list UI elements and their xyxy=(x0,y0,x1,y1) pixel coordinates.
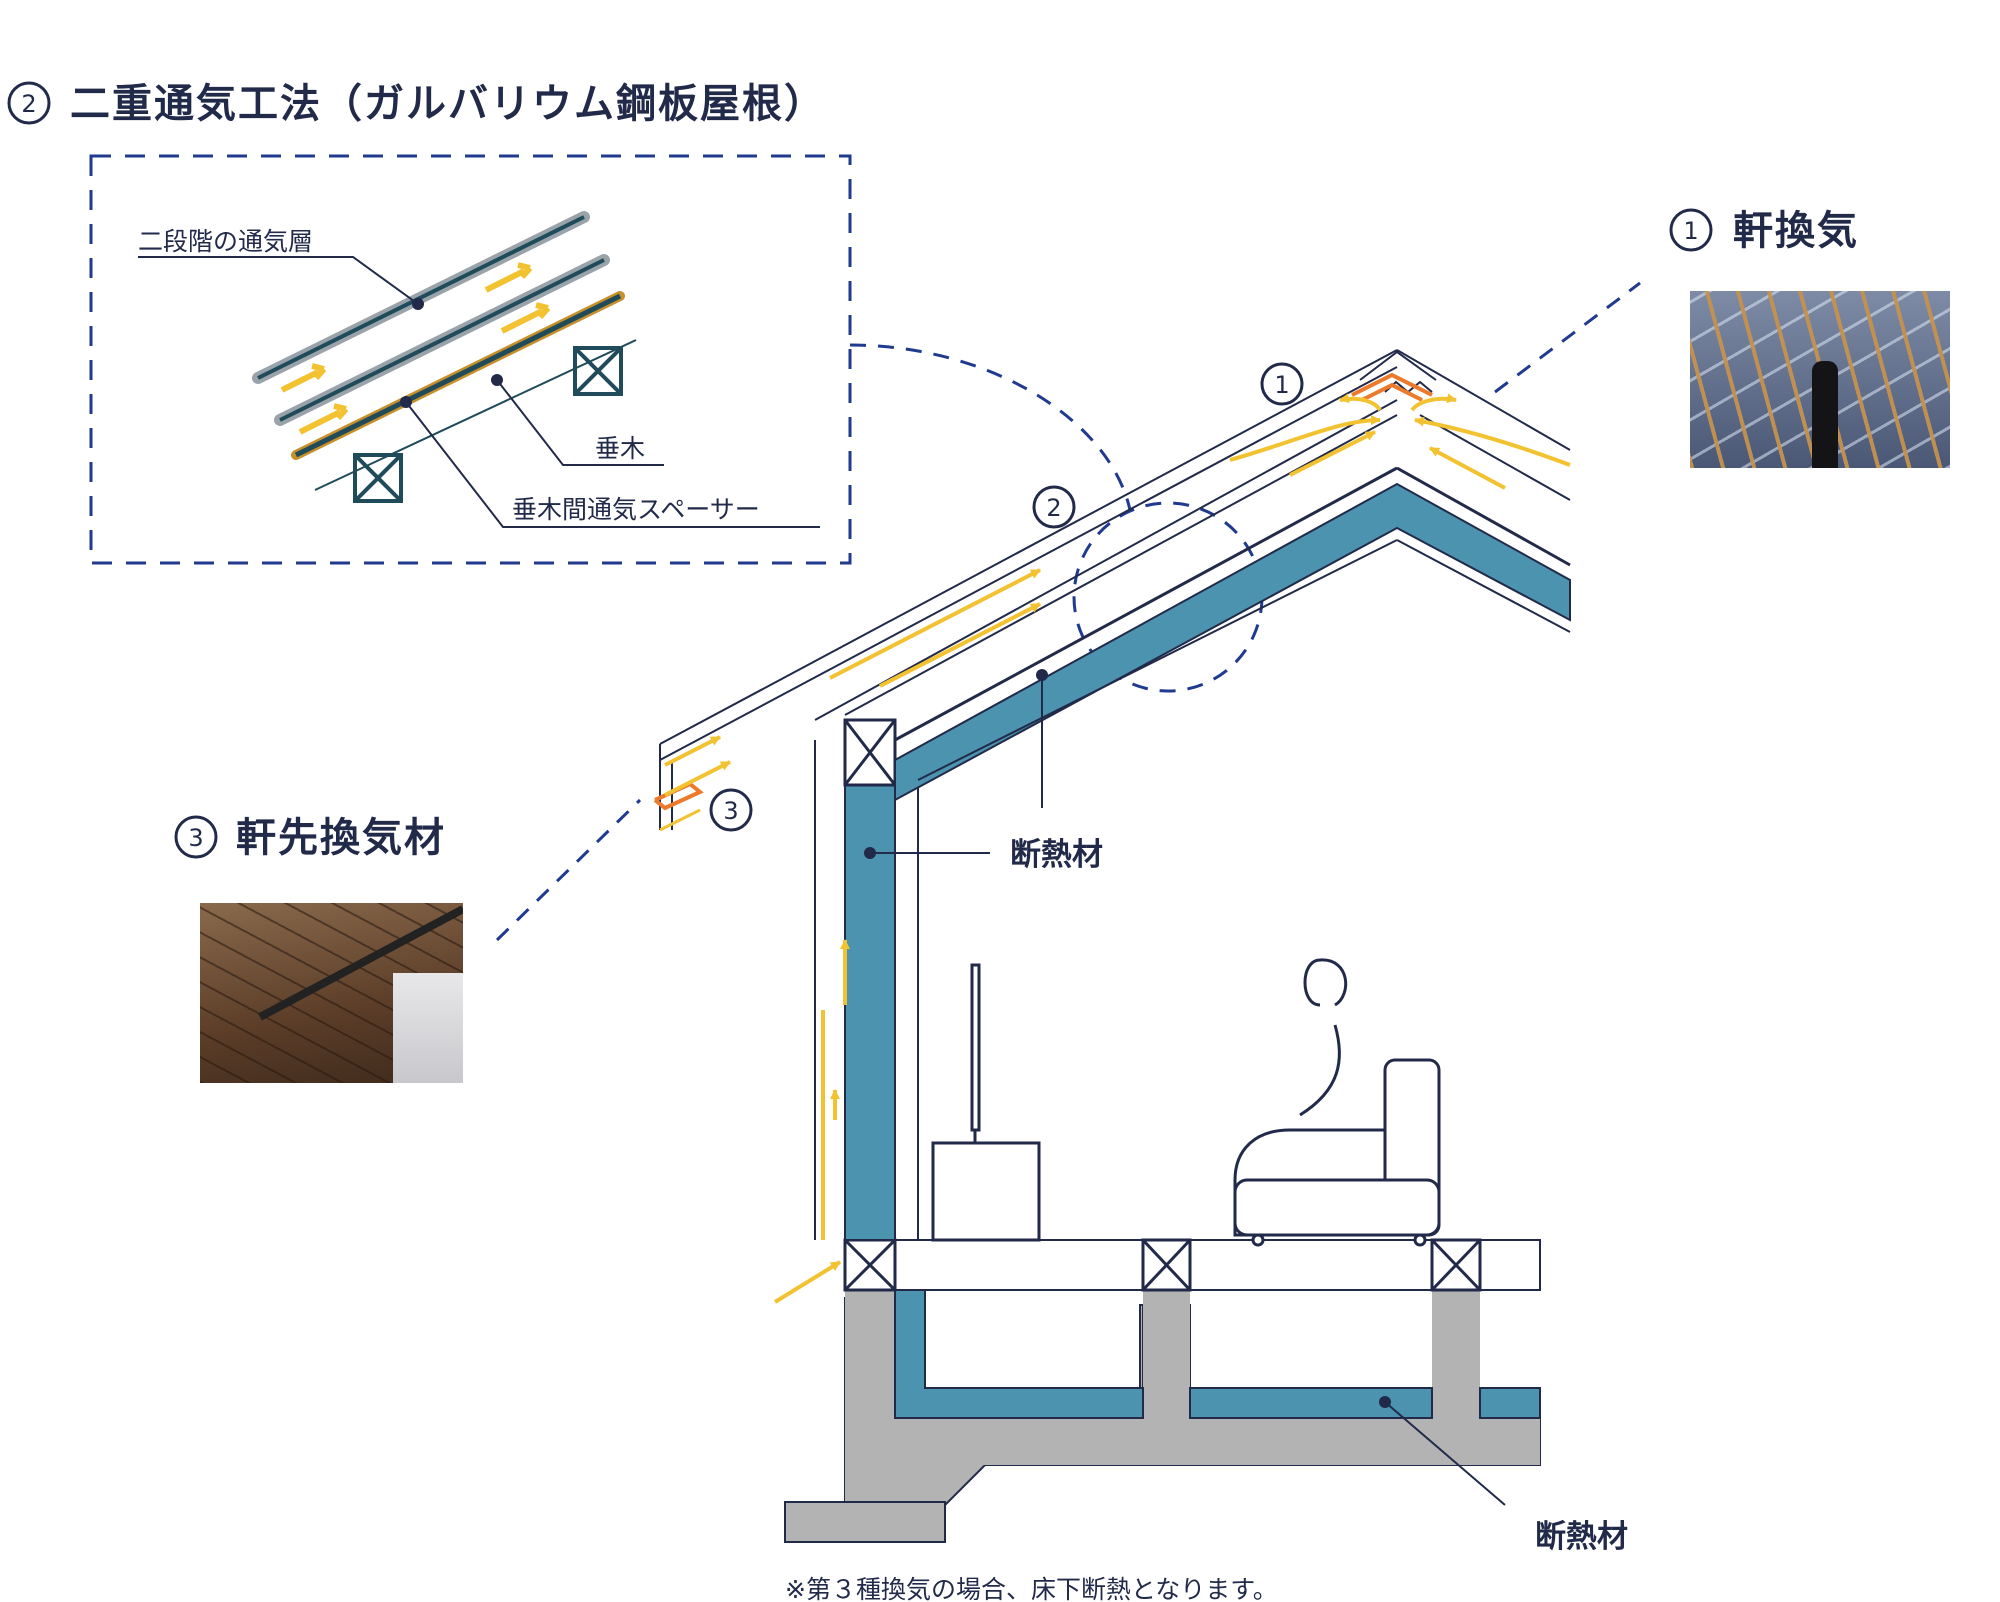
sofa-icon xyxy=(1233,1058,1441,1247)
callout-three: 3 軒先換気材 xyxy=(174,815,446,861)
svg-text:3: 3 xyxy=(723,797,738,825)
callout-one-title: 軒換気 xyxy=(1733,208,1859,254)
ridge-cap xyxy=(1359,350,1437,381)
label-rafter: 垂木 xyxy=(595,434,645,463)
ridge-vent xyxy=(1351,372,1433,402)
inset-detail: 二段階の通気層 垂木 垂木間通気スペーサー xyxy=(138,211,820,528)
floor-beam xyxy=(844,1239,1541,1291)
svg-text:3: 3 xyxy=(188,824,203,852)
person-sitting-icon xyxy=(1299,958,1348,1117)
marker-two: 2 xyxy=(1032,485,1076,529)
floor-insulation xyxy=(894,1289,1144,1419)
leader-floor-insulation xyxy=(1384,1401,1506,1506)
heading-title: 二重通気工法（ガルバリウム鋼板屋根） xyxy=(70,81,826,127)
connector-one xyxy=(1494,281,1641,394)
roof-layer-right-1 xyxy=(1396,349,1571,451)
roof-layer-2 xyxy=(659,366,1398,761)
inset-airflow-arrows xyxy=(280,262,551,435)
roof-layer-5 xyxy=(894,466,1398,742)
floor-insulation-right xyxy=(1479,1387,1541,1419)
rafter-cross-icon xyxy=(843,718,897,787)
rafter-cross-icon xyxy=(353,453,403,503)
ceiling-line-left xyxy=(917,539,1398,781)
svg-text:1: 1 xyxy=(1683,217,1698,245)
svg-text:2: 2 xyxy=(1046,494,1061,522)
connector-three xyxy=(495,798,642,942)
ridge-vent-photo xyxy=(1690,291,1950,468)
floor-insulation-mid xyxy=(1189,1387,1433,1419)
callout-one: 1 軒換気 xyxy=(1669,208,1859,254)
wall-insulation xyxy=(844,784,896,1241)
label-rafter-spacer: 垂木間通気スペーサー xyxy=(512,495,760,524)
foundation-footing xyxy=(784,1501,946,1543)
roof-layer-4 xyxy=(844,414,1398,716)
inset-frame xyxy=(89,154,852,565)
label-insulation-floor: 断熱材 xyxy=(1535,1519,1628,1555)
tv-icon xyxy=(931,963,1041,1242)
eave-vent-photo xyxy=(200,903,463,1083)
heading-number-circle xyxy=(7,81,51,125)
ridge-vent-bar xyxy=(1812,361,1838,468)
leader-rafter xyxy=(496,379,664,466)
rafter-cross-icon xyxy=(1430,1238,1482,1292)
photo-wall xyxy=(393,973,463,1083)
ceiling-line-right xyxy=(1396,539,1571,633)
roof-insulation xyxy=(894,482,1571,802)
inset-ceiling-line xyxy=(314,339,637,491)
inset-connector xyxy=(849,343,1132,511)
roof-layer-1 xyxy=(659,349,1398,745)
callout-three-title: 軒先換気材 xyxy=(236,815,446,861)
airflow-arrows xyxy=(664,393,1571,1304)
roof-layer-right-2 xyxy=(1419,414,1571,501)
marker-one: 1 xyxy=(1260,362,1304,406)
roof-layer-right-3 xyxy=(1396,466,1571,567)
svg-text:1: 1 xyxy=(1274,371,1289,399)
marker-three: 3 xyxy=(709,788,753,832)
leader-layers xyxy=(138,256,419,305)
heading-number: 2 xyxy=(21,90,36,118)
rafter-cross-icon xyxy=(573,346,623,396)
label-insulation-wall: 断熱材 xyxy=(1010,837,1103,873)
foundation-wall-left xyxy=(845,1290,895,1520)
roof-layer-3 xyxy=(814,399,1398,721)
footnote: ※第３種換気の場合、床下断熱となります。 xyxy=(785,1575,1278,1602)
section-heading: 2 二重通気工法（ガルバリウム鋼板屋根） xyxy=(7,81,826,127)
leader-spacer xyxy=(405,401,820,528)
rafter-cross-icon xyxy=(1141,1238,1192,1292)
label-two-stage-vent-layers: 二段階の通気層 xyxy=(138,227,313,256)
